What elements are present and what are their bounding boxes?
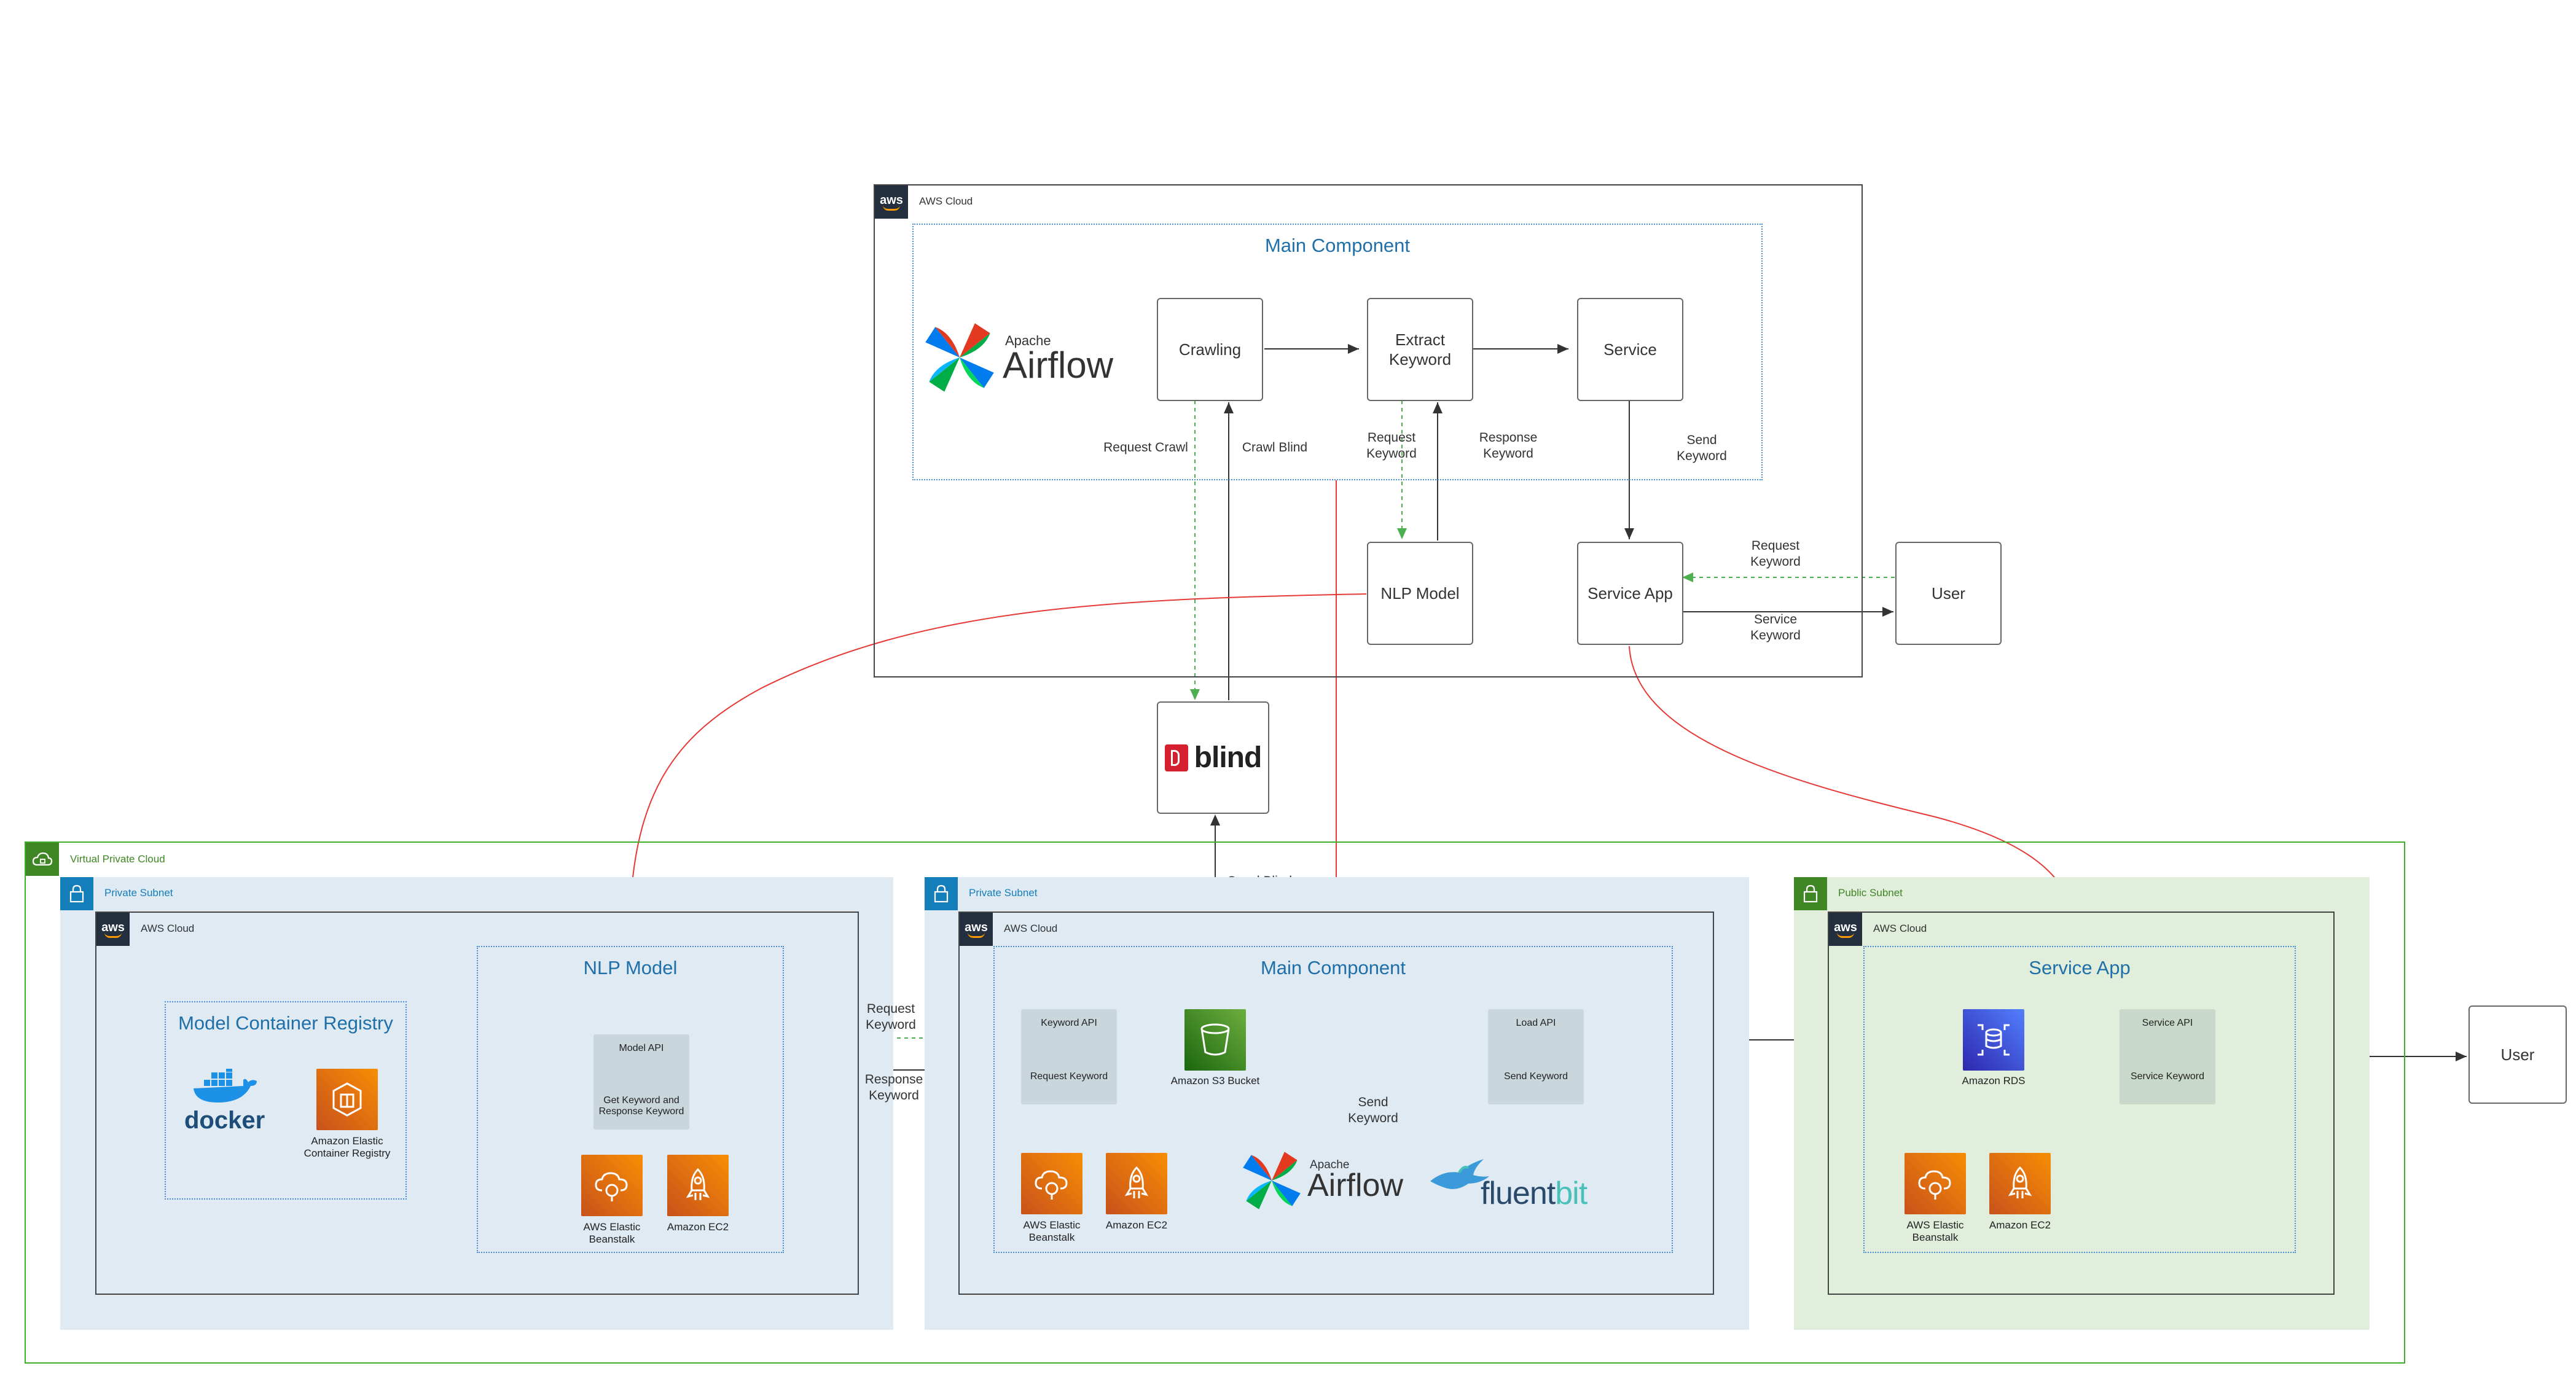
label-user-request-keyword: Request Keyword (1750, 539, 1801, 569)
blind-logo-icon (1164, 744, 1188, 771)
ecr-icon (316, 1069, 378, 1130)
elastic-beanstalk-icon (581, 1155, 643, 1216)
subnet-label: Private Subnet (104, 887, 173, 899)
aws-cloud-label: AWS Cloud (1004, 923, 1058, 934)
top-aws-cloud: aws AWS Cloud (874, 184, 1863, 677)
aws-logo-icon: aws (96, 913, 130, 946)
ec2-label: Amazon EC2 (1105, 1219, 1168, 1231)
service-api-title: Service API (2142, 1018, 2193, 1028)
model-api-box[interactable]: Model API Get Keyword and Response Keywo… (593, 1034, 689, 1130)
keyword-api-title: Keyword API (1041, 1018, 1097, 1028)
load-api-body: Send Keyword (1503, 1071, 1568, 1082)
edge-deploy-nlp (625, 593, 1367, 937)
aws-cloud-left: aws AWS Cloud (95, 912, 859, 1295)
airflow-big-text: Airflow (1307, 1168, 1404, 1203)
airflow-big-text: Airflow (1003, 345, 1114, 386)
aws-cloud-right: aws AWS Cloud (1828, 912, 2335, 1295)
nlp-model-title: NLP Model (583, 957, 678, 978)
nlp-model-group: NLP Model (477, 946, 784, 1253)
lock-icon (60, 877, 93, 910)
ec2-icon (1106, 1153, 1167, 1214)
vpc-cloud-icon (26, 843, 59, 876)
registry-title: Model Container Registry (178, 1012, 393, 1034)
docker-logo: docker (184, 1069, 265, 1136)
node-blind[interactable]: blind (1157, 701, 1269, 814)
fluentbit-text: fluentbit (1481, 1175, 1587, 1212)
node-user-bottom[interactable]: User (2468, 1005, 2567, 1104)
label-response-keyword: Response Keyword (1479, 431, 1538, 461)
model-api-title: Model API (619, 1043, 664, 1053)
ec2-label: Amazon EC2 (667, 1221, 729, 1233)
subnet-label: Private Subnet (969, 887, 1038, 899)
service-app-title: Service App (2029, 957, 2131, 978)
elastic-beanstalk-label: AWS Elastic Beanstalk (1906, 1219, 1964, 1244)
label-request-keyword: Request Keyword (1366, 431, 1417, 461)
aws-cloud-label: AWS Cloud (1873, 923, 1927, 934)
ecr-label: Amazon Elastic Container Registry (303, 1135, 391, 1160)
docker-whale-icon (194, 1069, 257, 1103)
aws-logo-icon: aws (960, 913, 993, 946)
rds-icon (1963, 1009, 2024, 1071)
service-api-body: Service Keyword (2130, 1071, 2205, 1082)
lock-icon (1794, 877, 1827, 910)
fluentbit-text-b: bit (1555, 1176, 1587, 1211)
aws-cloud-label: AWS Cloud (919, 195, 973, 207)
ec2-icon (667, 1155, 729, 1216)
public-subnet-right: Public Subnet (1794, 877, 2370, 1330)
service-api-box[interactable]: Service API Service Keyword (2120, 1009, 2215, 1104)
elastic-beanstalk-icon (1021, 1153, 1082, 1214)
subnet-label: Public Subnet (1838, 887, 1903, 899)
aws-cloud-label: AWS Cloud (141, 923, 195, 934)
fluentbit-text-a: fluent (1481, 1176, 1556, 1211)
airflow-pinwheel-icon (1243, 1152, 1301, 1209)
airflow-logo: Apache Airflow (922, 319, 1124, 399)
label-request-crawl: Request Crawl (1103, 440, 1188, 455)
aws-cloud-middle: aws AWS Cloud (958, 912, 1714, 1295)
lock-icon (925, 877, 958, 910)
ec2-label: Amazon EC2 (1989, 1219, 2051, 1231)
model-container-registry-group: Model Container Registry (165, 1001, 407, 1200)
aws-logo-icon: aws (1829, 913, 1862, 946)
s3-bucket-label: Amazon S3 Bucket (1170, 1075, 1260, 1087)
s3-bucket-icon (1184, 1009, 1246, 1071)
load-api-box[interactable]: Load API Send Keyword (1488, 1009, 1584, 1104)
label-crawl-blind: Crawl Blind (1242, 440, 1308, 455)
airflow-small-text: Apache (1005, 333, 1051, 348)
elastic-beanstalk-label: AWS Elastic Beanstalk (583, 1221, 641, 1246)
vpc-label: Virtual Private Cloud (70, 853, 165, 865)
node-extract-keyword[interactable]: Extract Keyword (1367, 298, 1473, 401)
blind-logo-text: blind (1194, 741, 1263, 774)
node-service-app[interactable]: Service App (1577, 542, 1683, 645)
docker-text: docker (184, 1107, 265, 1134)
node-crawling[interactable]: Crawling (1157, 298, 1263, 401)
label-response-keyword-between: Response Keyword (864, 1072, 923, 1103)
airflow-pinwheel-icon (925, 323, 994, 392)
load-api-title: Load API (1516, 1018, 1556, 1028)
main-component-group-bottom: Main Component (993, 946, 1673, 1253)
airflow-small-text: Apache (1310, 1158, 1350, 1171)
node-service[interactable]: Service (1577, 298, 1683, 401)
label-send-keyword: Send Keyword (1677, 433, 1727, 464)
keyword-api-box[interactable]: Keyword API Request Keyword (1021, 1009, 1117, 1104)
elastic-beanstalk-label: AWS Elastic Beanstalk (1023, 1219, 1081, 1244)
fluentbit-bird-icon (1430, 1159, 1489, 1189)
fluentbit-logo: fluentbit (1425, 1152, 1622, 1219)
elastic-beanstalk-icon (1905, 1153, 1966, 1214)
keyword-api-body: Request Keyword (1030, 1071, 1108, 1082)
node-nlp-model[interactable]: NLP Model (1367, 542, 1473, 645)
main-component-title-bottom: Main Component (1260, 957, 1406, 978)
model-api-body: Get Keyword and Response Keyword (598, 1095, 684, 1117)
main-component-title: Main Component (1264, 235, 1411, 256)
node-user-top[interactable]: User (1895, 542, 2002, 645)
vpc-frame: Virtual Private Cloud (25, 841, 2405, 1364)
rds-label: Amazon RDS (1962, 1075, 2026, 1087)
airflow-logo-bottom: Apache Airflow (1240, 1149, 1412, 1216)
label-send-keyword-bottom: Send Keyword (1348, 1095, 1398, 1126)
label-user-service-keyword: Service Keyword (1750, 612, 1801, 643)
service-app-group: Service App (1863, 946, 2296, 1253)
ec2-icon (1989, 1153, 2051, 1214)
aws-logo-icon: aws (875, 185, 908, 219)
main-component-group: Main Component (912, 224, 1763, 480)
label-request-keyword-between: Request Keyword (866, 1002, 916, 1033)
